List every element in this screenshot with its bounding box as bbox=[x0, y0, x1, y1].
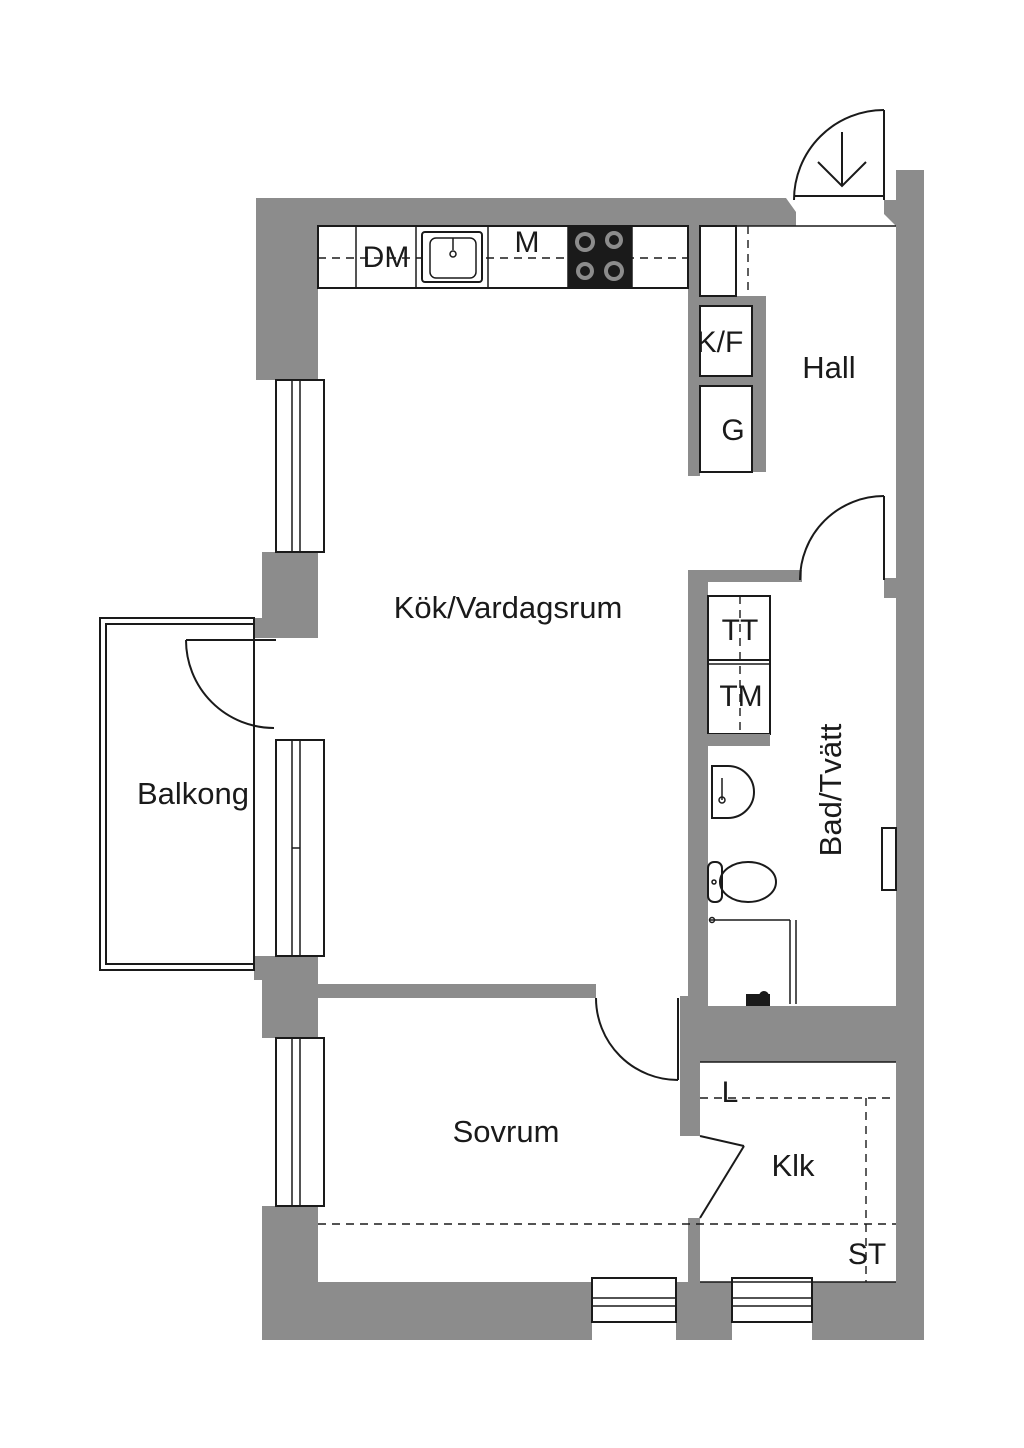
kitchen-counter bbox=[317, 225, 689, 289]
label-bedroom: Sovrum bbox=[453, 1114, 560, 1149]
room-labels: Kök/Vardagsrum Hall Balkong Bad/Tvätt So… bbox=[137, 350, 856, 1183]
label-microwave: M bbox=[515, 226, 540, 259]
doors bbox=[185, 109, 885, 1219]
label-washer: TM bbox=[719, 680, 762, 713]
label-dryer: TT bbox=[722, 614, 759, 647]
fridge-freezer bbox=[699, 305, 753, 377]
label-kitchen-living: Kök/Vardagsrum bbox=[394, 590, 623, 625]
hall-wardrobe bbox=[699, 225, 896, 297]
label-hall: Hall bbox=[802, 350, 855, 385]
fixture-labels: DM M K/F G TT TM L ST bbox=[363, 226, 887, 1271]
label-dishwasher: DM bbox=[363, 241, 410, 274]
entrance-arrow-icon bbox=[817, 132, 867, 188]
label-closet: Klk bbox=[771, 1148, 815, 1183]
label-st: ST bbox=[848, 1238, 886, 1271]
label-g: G bbox=[721, 414, 744, 447]
label-bath: Bad/Tvätt bbox=[813, 723, 848, 856]
label-l: L bbox=[722, 1076, 739, 1109]
label-balcony: Balkong bbox=[137, 776, 249, 811]
g-unit bbox=[699, 385, 753, 473]
sink-icon bbox=[421, 231, 483, 283]
washbasin-icon bbox=[711, 765, 755, 819]
label-fridge-freezer: K/F bbox=[697, 326, 744, 359]
balcony bbox=[99, 617, 255, 971]
closet-shelves bbox=[700, 1061, 896, 1283]
walls bbox=[254, 170, 924, 1340]
stove-icon bbox=[568, 226, 632, 288]
shower-icon bbox=[708, 916, 797, 1006]
toilet-icon bbox=[707, 861, 777, 903]
windows bbox=[275, 379, 897, 1323]
bathroom-fixtures bbox=[700, 595, 797, 1006]
